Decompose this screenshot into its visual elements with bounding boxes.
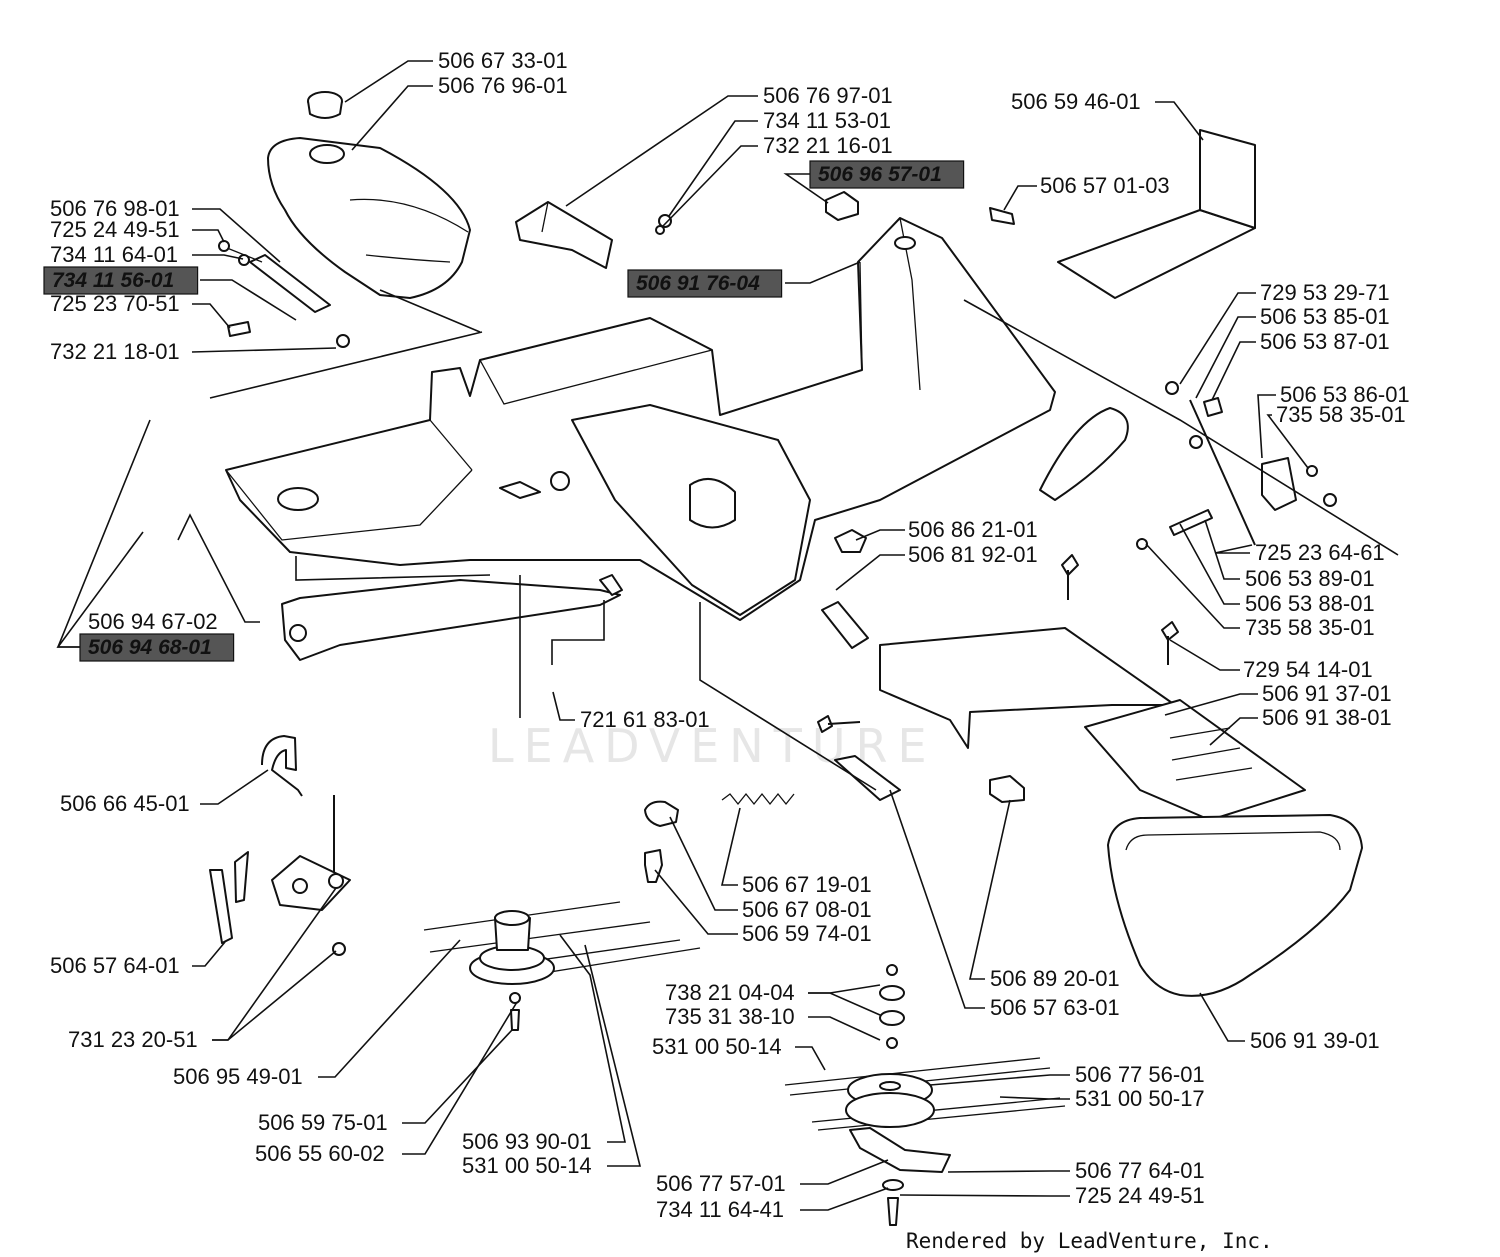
part-number-label[interactable]: 735 58 35-01 [1276, 402, 1406, 427]
part-number-label[interactable]: 506 59 75-01 [258, 1110, 388, 1135]
part-number-label[interactable]: 506 91 76-04 [636, 272, 760, 295]
part-number-label[interactable]: 506 96 57-01 [818, 163, 942, 186]
part-number-label[interactable]: 734 11 64-01 [50, 242, 178, 267]
part-number-label[interactable]: 735 58 35-01 [1245, 615, 1375, 640]
part-number-label[interactable]: 734 11 64-41 [656, 1197, 784, 1222]
part-number-label[interactable]: 506 86 21-01 [908, 517, 1038, 542]
highlight-box [43, 266, 199, 295]
part-number-label[interactable]: 506 66 45-01 [60, 791, 190, 816]
part-number-label[interactable]: 506 53 89-01 [1245, 566, 1375, 591]
part-number-label[interactable]: 506 77 64-01 [1075, 1158, 1205, 1183]
part-number-label[interactable]: 506 57 63-01 [990, 995, 1120, 1020]
part-number-label[interactable]: 725 23 64-61 [1255, 540, 1385, 565]
part-number-label[interactable]: 531 00 50-17 [1075, 1086, 1205, 1111]
highlight-box [627, 269, 783, 298]
credit-text: Rendered by LeadVenture, Inc. [906, 1229, 1273, 1253]
pivot-pin-drawing [821, 529, 869, 649]
part-number-label[interactable]: 506 94 68-01 [88, 636, 212, 659]
part-number-label[interactable]: 506 55 60-02 [255, 1141, 385, 1166]
part-number-label[interactable]: 506 53 86-01 [1280, 382, 1410, 407]
part-number-label[interactable]: 506 76 96-01 [438, 73, 568, 98]
part-number-label[interactable]: 729 53 29-71 [1260, 280, 1390, 305]
part-number-label[interactable]: 721 61 83-01 [580, 707, 710, 732]
part-number-label[interactable]: 725 24 49-51 [50, 217, 180, 242]
part-number-label[interactable]: 506 91 39-01 [1250, 1028, 1380, 1053]
fuel-cap-drawing [307, 91, 343, 119]
belt-cover-drawing [879, 627, 1306, 821]
part-number-label[interactable]: 725 23 70-51 [50, 291, 180, 316]
part-drawings [209, 91, 1363, 1226]
part-number-label[interactable]: 506 89 20-01 [990, 966, 1120, 991]
part-number-label[interactable]: 506 57 64-01 [50, 953, 180, 978]
part-number-label[interactable]: 738 21 04-04 [665, 980, 795, 1005]
seat-plate-drawing [989, 129, 1256, 299]
left-pulley-drawing [423, 901, 701, 1031]
tank-bracket-drawing [218, 240, 350, 348]
part-number-label[interactable]: 731 23 20-51 [68, 1027, 198, 1052]
part-number-label[interactable]: 506 59 74-01 [742, 921, 872, 946]
part-number-label[interactable]: 531 00 50-14 [462, 1153, 592, 1178]
part-number-label[interactable]: 506 91 37-01 [1262, 681, 1392, 706]
small-clip-drawing [989, 775, 1025, 803]
part-number-label[interactable]: 735 31 38-10 [665, 1004, 795, 1029]
support-bracket-drawing [515, 201, 672, 269]
part-number-label[interactable]: 732 21 16-01 [763, 133, 893, 158]
part-number-label[interactable]: 725 24 49-51 [1075, 1183, 1205, 1208]
part-number-label[interactable]: 506 94 67-02 [88, 609, 218, 634]
part-number-label[interactable]: 506 76 97-01 [763, 83, 893, 108]
watermark-text: LEADVENTURE [488, 719, 937, 773]
part-number-label[interactable]: 506 77 56-01 [1075, 1062, 1205, 1087]
part-number-label[interactable]: 506 59 46-01 [1011, 89, 1141, 114]
part-number-label[interactable]: 506 77 57-01 [656, 1171, 786, 1196]
part-number-label[interactable]: 506 67 19-01 [742, 872, 872, 897]
lift-handle-drawing [209, 735, 351, 956]
right-pulley-drawing [784, 964, 1066, 1226]
part-number-label[interactable]: 506 93 90-01 [462, 1129, 592, 1154]
part-number-label[interactable]: 729 54 14-01 [1243, 657, 1373, 682]
part-number-label[interactable]: 732 21 18-01 [50, 339, 180, 364]
part-number-label[interactable]: 506 67 33-01 [438, 48, 568, 73]
part-number-label[interactable]: 734 11 53-01 [763, 108, 891, 133]
fuel-tank-drawing [267, 137, 471, 299]
highlight-box [79, 633, 235, 662]
part-number-label[interactable]: 506 95 49-01 [173, 1064, 303, 1089]
part-number-label[interactable]: 506 57 01-03 [1040, 173, 1170, 198]
spring-assembly-drawing [644, 755, 901, 883]
part-number-label[interactable]: 531 00 50-14 [652, 1034, 782, 1059]
part-number-label[interactable]: 506 91 38-01 [1262, 705, 1392, 730]
part-number-label[interactable]: 734 11 56-01 [52, 269, 174, 292]
part-number-label[interactable]: 506 67 08-01 [742, 897, 872, 922]
leader-lines [56, 60, 1399, 1211]
part-number-label[interactable]: 506 53 85-01 [1260, 304, 1390, 329]
part-number-label[interactable]: 506 53 87-01 [1260, 329, 1390, 354]
part-number-label[interactable]: 506 53 88-01 [1245, 591, 1375, 616]
pedal-rod-drawing [1136, 381, 1337, 550]
side-cover-drawing [1107, 814, 1363, 997]
part-number-label[interactable]: 506 81 92-01 [908, 542, 1038, 567]
clip-drawing [825, 191, 859, 221]
main-frame-drawing [225, 217, 1129, 661]
screws-drawing [817, 554, 1179, 733]
highlight-box [809, 160, 965, 189]
part-number-label[interactable]: 506 76 98-01 [50, 196, 180, 221]
